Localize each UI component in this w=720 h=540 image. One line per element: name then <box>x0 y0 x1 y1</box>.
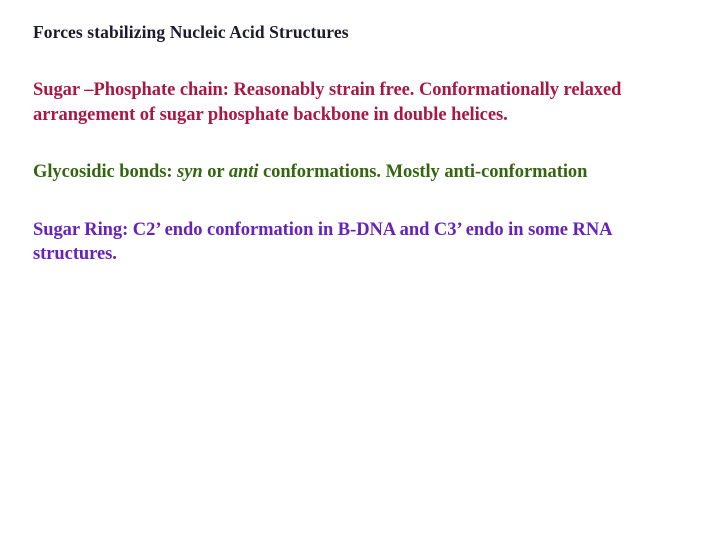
glycosidic-term-anti: anti <box>228 162 259 182</box>
page-title: Forces stabilizing Nucleic Acid Structur… <box>33 22 349 42</box>
glycosidic-tail-text: conformations. Mostly anti-conformation <box>258 162 588 182</box>
paragraph-sugar-ring: Sugar Ring: C2’ endo conformation in B-D… <box>33 219 612 265</box>
slide-content-body: Forces stabilizing Nucleic Acid Structur… <box>33 20 698 267</box>
paragraph-glycosidic-bonds: Glycosidic bonds: syn or anti conformati… <box>33 160 698 185</box>
spacer-block1-to-block2 <box>33 127 698 160</box>
paragraph-sugar-phosphate-chain: Sugar –Phosphate chain: Reasonably strai… <box>33 80 622 125</box>
spacer-title-to-block1 <box>33 44 698 78</box>
glycosidic-conjunction: or <box>202 162 229 182</box>
glycosidic-term-syn: syn <box>177 162 203 182</box>
spacer-block2-to-block3 <box>33 185 698 218</box>
glycosidic-lead-text: Glycosidic bonds: <box>33 162 178 182</box>
